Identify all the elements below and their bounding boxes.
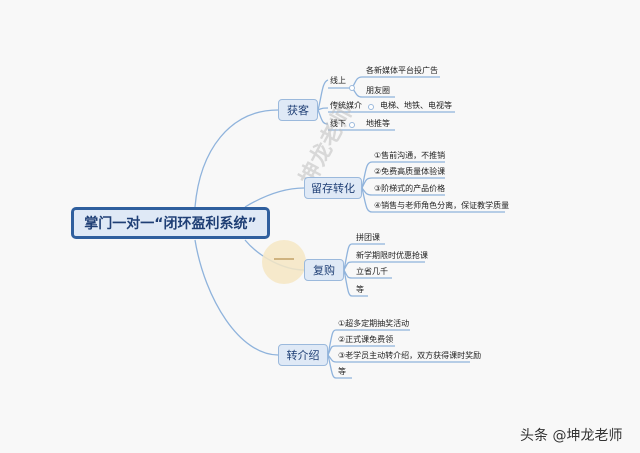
leaf-retention-3[interactable]: ③阶梯式的产品价格 [374, 184, 446, 193]
central-topic[interactable]: 掌门一对一“闭环盈利系统” [71, 207, 270, 239]
watermark-logo-icon [262, 240, 306, 284]
branch-retention-conversion[interactable]: 留存转化 [304, 177, 362, 199]
leaf-traditional-media[interactable]: 电梯、地铁、电视等 [380, 101, 452, 110]
leaf-repurchase-2[interactable]: 新学期限时优惠抢课 [356, 251, 428, 260]
footer-attribution: 头条 @坤龙老师 [520, 428, 623, 444]
subtopic-traditional-media[interactable]: 传统媒介 [330, 101, 362, 110]
subtopic-offline[interactable]: 线下 [330, 119, 346, 128]
branch-acquisition[interactable]: 获客 [278, 99, 318, 121]
leaf-referral-2[interactable]: ②正式课免费领 [338, 335, 394, 344]
leaf-retention-4[interactable]: ④销售与老师角色分离，保证教学质量 [374, 201, 510, 210]
leaf-moments[interactable]: 朋友圈 [366, 86, 390, 95]
leaf-referral-4[interactable]: 等 [338, 367, 346, 376]
leaf-offline-promo[interactable]: 地推等 [366, 119, 390, 128]
collapse-toggle-icon[interactable] [368, 104, 374, 110]
leaf-online-ads[interactable]: 各新媒体平台投广告 [366, 66, 438, 75]
leaf-repurchase-1[interactable]: 拼团课 [356, 233, 380, 242]
collapse-toggle-icon[interactable] [349, 85, 355, 91]
leaf-retention-1[interactable]: ①售前沟通，不推销 [374, 151, 446, 160]
collapse-toggle-icon[interactable] [349, 122, 355, 128]
leaf-repurchase-3[interactable]: 立省几千 [356, 267, 388, 276]
leaf-repurchase-4[interactable]: 等 [356, 285, 364, 294]
leaf-retention-2[interactable]: ②免费高质量体验课 [374, 167, 446, 176]
branch-repurchase[interactable]: 复购 [304, 259, 344, 281]
leaf-referral-1[interactable]: ①超多定期抽奖活动 [338, 319, 410, 328]
leaf-referral-3[interactable]: ③老学员主动转介绍，双方获得课时奖励 [338, 351, 482, 360]
subtopic-online[interactable]: 线上 [330, 76, 346, 85]
branch-referral[interactable]: 转介绍 [278, 344, 328, 366]
